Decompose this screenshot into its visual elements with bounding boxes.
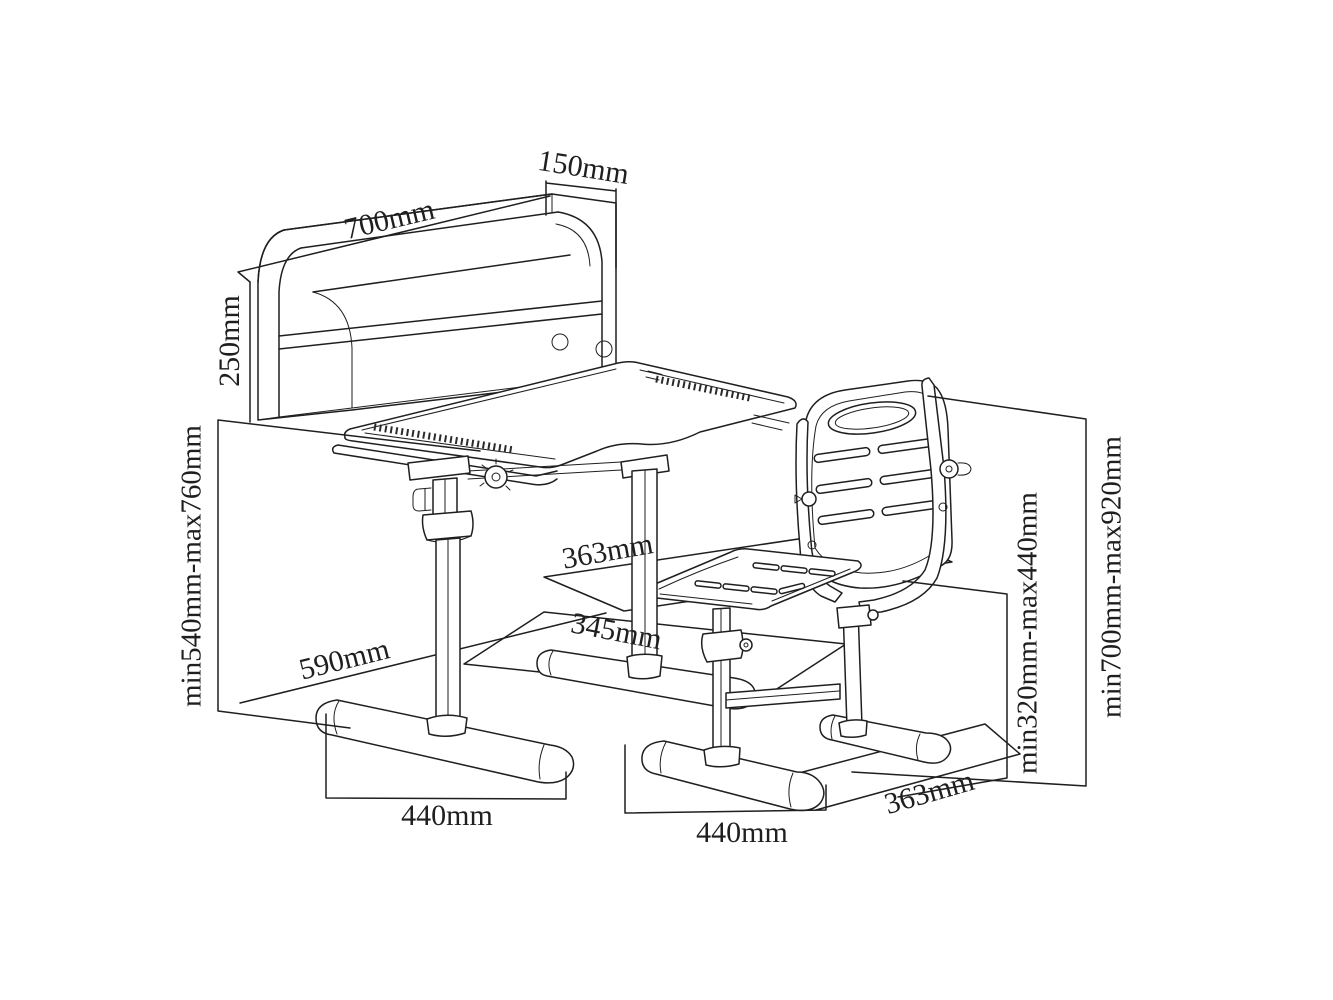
desk-left-leg-clamp xyxy=(421,510,474,541)
chair-right-knob xyxy=(939,459,959,479)
dimension-lines xyxy=(217,180,1087,814)
seat-slot xyxy=(694,580,722,589)
chair-leg-crossbar-seam xyxy=(725,690,840,701)
hutch-left-corner-curve xyxy=(257,229,285,283)
chair-front-leg-plate xyxy=(703,745,741,768)
desk-right-support-bracket xyxy=(751,414,790,431)
chair-base-depth-label: 363mm xyxy=(881,764,978,821)
chair-base-length-label: 440mm xyxy=(696,816,788,849)
chair-front-leg-clamp xyxy=(700,629,744,663)
desk-base-length-label: 440mm xyxy=(401,799,493,832)
hutch-height-label: 250mm xyxy=(213,295,246,387)
desk-depth-dimension-line xyxy=(239,612,607,704)
hutch-right-panel-inner-curve xyxy=(555,223,591,267)
seat-slot xyxy=(780,565,808,574)
chair-seat xyxy=(643,548,862,611)
chair xyxy=(641,377,972,812)
seat-slot xyxy=(750,586,778,595)
desk-base-length-dimension xyxy=(325,713,567,800)
hutch-left-panel-curve xyxy=(312,291,353,409)
chair-backrest-vent-slots xyxy=(813,437,939,526)
chair-rear-leg-plate xyxy=(838,719,868,739)
hutch-cable-hole-right xyxy=(595,340,613,358)
hutch-band-bottom-edge xyxy=(312,254,571,293)
seat-depth-plane xyxy=(543,527,953,612)
chair-right-knob-wing xyxy=(957,462,972,476)
chair-base-length-dimension xyxy=(624,744,827,814)
chair-left-knob xyxy=(801,491,817,507)
chair-rear-leg-clamp xyxy=(836,604,872,629)
chair-back-tube-right xyxy=(858,377,947,614)
desk-top-inner-edges xyxy=(361,368,785,460)
chair-right-bolt xyxy=(938,502,948,512)
hutch-width-dimension xyxy=(237,195,551,283)
hutch xyxy=(257,193,617,421)
desk-tilt-knob xyxy=(484,465,508,489)
hutch-cable-hole-left xyxy=(551,333,569,351)
seat-slot xyxy=(808,568,836,577)
seat-height-dimension xyxy=(897,580,1008,798)
chair-backrest-handle-cutout xyxy=(827,401,917,435)
chair-leg-crossbar xyxy=(725,683,841,709)
hutch-left-inner-edge xyxy=(278,247,302,418)
chair-height-dimension xyxy=(851,395,1087,787)
chair-right-knob-center xyxy=(945,465,953,473)
desk-tilt-knob-lobes xyxy=(479,458,514,491)
chair-seat-contours xyxy=(658,556,851,605)
backrest-slot xyxy=(813,446,871,464)
desk-left-foot-cap-seams xyxy=(333,700,545,780)
hutch-top-back-edge xyxy=(283,193,553,231)
desk-left-leg-hook xyxy=(412,487,432,512)
desk-height-range-label: min540mm-max760mm xyxy=(176,425,208,707)
desk-height-dimension xyxy=(217,419,481,729)
chair-rear-clamp-knob xyxy=(867,609,879,621)
desk-top-corner-clip xyxy=(645,370,663,381)
chair-front-clamp-knob xyxy=(739,638,753,652)
seat-height-range-label: min320mm-max440mm xyxy=(1012,492,1044,774)
backrest-slot xyxy=(817,508,875,526)
desk-left-leg-bracket xyxy=(407,455,471,481)
backrest-slot xyxy=(815,477,873,495)
desk-right-leg-floor-joint xyxy=(626,653,663,680)
desk-left-foot xyxy=(315,699,575,784)
desk-right-leg xyxy=(620,454,670,680)
chair-front-foot-seams xyxy=(659,741,794,808)
chair-left-knob-wing xyxy=(794,494,803,504)
chair-backrest-handle-inner xyxy=(834,406,910,430)
chair-height-range-label: min700mm-max920mm xyxy=(1096,436,1128,718)
seat-slot xyxy=(778,582,806,595)
hutch-shelf xyxy=(278,300,603,350)
hutch-right-panel-front-curve xyxy=(557,211,603,380)
desk-top-groove-left xyxy=(373,423,515,454)
desk-tilt-knob-center xyxy=(491,472,501,482)
desk-top xyxy=(343,360,797,469)
chair-rear-foot-seams xyxy=(830,715,921,761)
chair-front-clamp-knob-center xyxy=(743,642,749,648)
hutch-top-front-edge xyxy=(300,211,559,249)
desk-left-leg-floor-plate xyxy=(426,714,468,737)
seat-slot xyxy=(722,583,750,592)
desk-depth-label: 590mm xyxy=(296,632,393,686)
seat-slot xyxy=(752,562,780,571)
hutch-depth-dimension xyxy=(545,180,617,269)
chair-seat-vent-slots xyxy=(694,562,836,595)
chair-left-bolt xyxy=(807,540,817,550)
